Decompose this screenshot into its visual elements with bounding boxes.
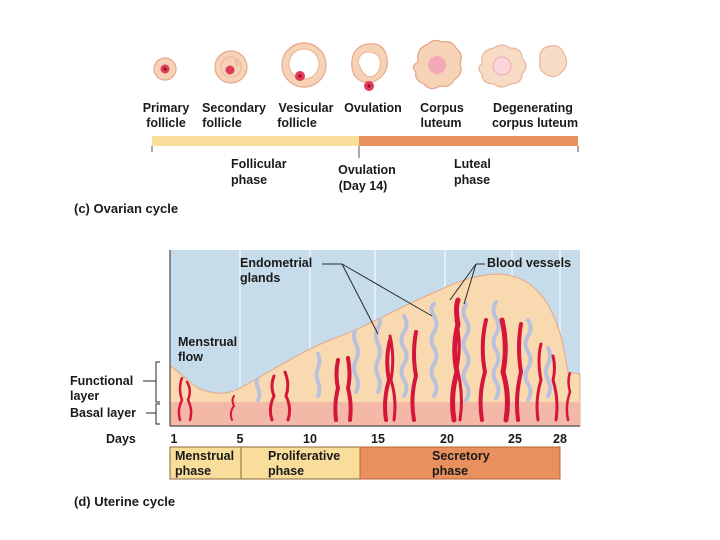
follicular-phase-bar bbox=[152, 136, 359, 146]
stage-label-vesicular-2: follicle bbox=[277, 116, 317, 130]
ovarian-cycle-caption: (c) Ovarian cycle bbox=[74, 201, 178, 216]
stage-label-degenerating: Degenerating bbox=[493, 101, 573, 115]
stage-label-degenerating-2: corpus luteum bbox=[492, 116, 578, 130]
stage-label-primary-2: follicle bbox=[146, 116, 186, 130]
basal-layer-label: Basal layer bbox=[70, 406, 136, 420]
day-tick-25: 25 bbox=[508, 432, 522, 446]
luteal-phase-label-2: phase bbox=[454, 173, 490, 187]
proliferative-phase-label: Proliferative bbox=[268, 449, 340, 463]
day-tick-5: 5 bbox=[237, 432, 244, 446]
menstrual-flow-label: Menstrual bbox=[178, 335, 237, 349]
corpus-luteum-illustration bbox=[412, 39, 462, 90]
ovarian-stage-labels: Primary follicle Secondary follicle Vesi… bbox=[143, 101, 578, 130]
day-tick-10: 10 bbox=[303, 432, 317, 446]
secretory-phase-label-2: phase bbox=[432, 464, 468, 478]
day-tick-1: 1 bbox=[171, 432, 178, 446]
functional-layer-label-2: layer bbox=[70, 389, 99, 403]
proliferative-phase-label-2: phase bbox=[268, 464, 304, 478]
day-tick-labels: 1 5 10 15 20 25 28 bbox=[171, 432, 567, 446]
ovulation-illustration bbox=[351, 43, 388, 91]
stage-label-corpus-luteum: Corpus bbox=[420, 101, 464, 115]
stage-label-secondary-2: follicle bbox=[202, 116, 242, 130]
stage-label-primary: Primary bbox=[143, 101, 190, 115]
layer-brackets bbox=[143, 361, 160, 425]
endometrial-glands-leader-lines bbox=[322, 263, 433, 335]
uterine-cycle-panel: Endometrial glands Blood vessels Menstru… bbox=[70, 250, 581, 509]
uterine-phase-bar bbox=[169, 446, 561, 480]
day-tick-20: 20 bbox=[440, 432, 454, 446]
ovulation-day-label: Ovulation bbox=[338, 163, 396, 177]
primary-follicle-illustration bbox=[153, 57, 177, 81]
vesicular-follicle-illustration bbox=[281, 42, 327, 88]
follicular-phase-label: Follicular bbox=[231, 157, 287, 171]
blood-vessels-leader-lines bbox=[449, 263, 485, 305]
blood-vessel-on-corpus-luteum bbox=[539, 45, 568, 78]
degenerating-corpus-luteum-illustration bbox=[478, 44, 527, 88]
day-tick-15: 15 bbox=[371, 432, 385, 446]
ovarian-phase-bar bbox=[151, 136, 579, 158]
basal-layer-tissue bbox=[170, 402, 580, 426]
endometrial-glands-label: Endometrial bbox=[240, 256, 312, 270]
follicular-phase-label-2: phase bbox=[231, 173, 267, 187]
blood-vessels-structures bbox=[177, 297, 572, 423]
stage-label-ovulation: Ovulation bbox=[344, 101, 402, 115]
luteal-phase-bar bbox=[359, 136, 578, 146]
secondary-follicle-illustration bbox=[214, 50, 248, 84]
ovarian-cycle-panel: Primary follicle Secondary follicle Vesi… bbox=[74, 39, 579, 216]
menstrual-phase-label: Menstrual bbox=[175, 449, 234, 463]
secretory-phase-label: Secretory bbox=[432, 449, 490, 463]
menstrual-flow-label-2: flow bbox=[178, 350, 203, 364]
stage-label-corpus-luteum-2: luteum bbox=[421, 116, 462, 130]
endometrial-glands-label-2: glands bbox=[240, 271, 280, 285]
ovulation-day-label-2: (Day 14) bbox=[339, 179, 388, 193]
blood-vessels-label: Blood vessels bbox=[487, 256, 571, 270]
stage-label-vesicular: Vesicular bbox=[279, 101, 334, 115]
uterine-cycle-caption: (d) Uterine cycle bbox=[74, 494, 175, 509]
functional-layer-label: Functional bbox=[70, 374, 133, 388]
menstrual-phase-label-2: phase bbox=[175, 464, 211, 478]
secretory-phase-bar bbox=[359, 446, 561, 480]
endometrium-structures bbox=[177, 297, 572, 423]
stage-label-secondary: Secondary bbox=[202, 101, 266, 115]
endometrial-glands bbox=[254, 300, 552, 402]
luteal-phase-label: Luteal bbox=[454, 157, 491, 171]
day-tick-28: 28 bbox=[553, 432, 567, 446]
days-axis-label: Days bbox=[106, 432, 136, 446]
